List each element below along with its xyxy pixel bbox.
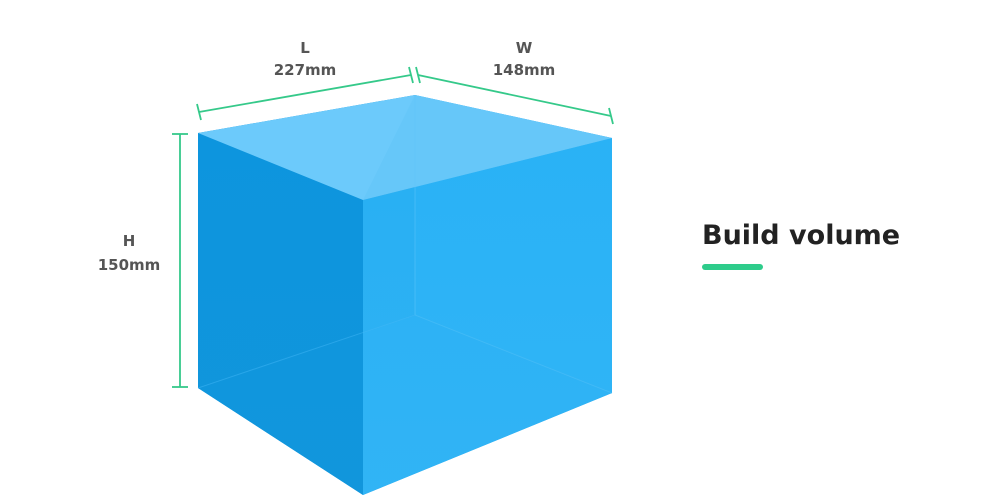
cube-front-face bbox=[198, 133, 363, 495]
width-value: 148mm bbox=[493, 61, 556, 79]
cube-top-right-highlight bbox=[363, 95, 612, 200]
cube-inner-edge-right bbox=[414, 314, 613, 394]
cube-inner-edge-left bbox=[197, 314, 416, 389]
height-dimension-line bbox=[172, 133, 188, 388]
length-dimension-line bbox=[196, 66, 414, 121]
title-underline bbox=[702, 264, 763, 270]
height-letter: H bbox=[123, 232, 136, 250]
width-letter: W bbox=[516, 39, 533, 57]
height-value: 150mm bbox=[98, 256, 161, 274]
length-letter: L bbox=[300, 39, 310, 57]
cube bbox=[197, 95, 613, 495]
page-title: Build volume bbox=[702, 220, 901, 251]
length-value: 227mm bbox=[274, 61, 337, 79]
width-dimension-line bbox=[415, 66, 614, 125]
cube-right-face bbox=[363, 138, 612, 495]
